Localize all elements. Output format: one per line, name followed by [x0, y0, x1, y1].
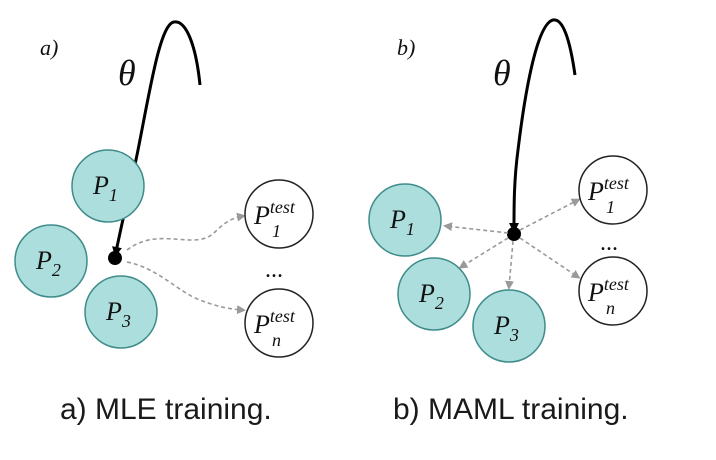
panel-b-arrow-test1 — [519, 198, 581, 231]
panel-a-theta-point — [108, 251, 122, 265]
panel-a-arrow-testn — [126, 261, 246, 315]
panel-b-test-task-n-sub: n — [606, 298, 615, 318]
panel-a-tag: a) — [40, 35, 58, 60]
panel-b-task-p2-label: P2 — [418, 279, 444, 313]
panel-b: b) θ P1 P2 P3 Ptest 1 ... Ptest n — [368, 18, 648, 363]
panel-b-arrow-p3 — [505, 240, 515, 290]
panel-b-arrow-testn — [519, 237, 581, 279]
caption-maml: b) MAML training. — [393, 393, 629, 426]
panel-a-task-p3 — [84, 275, 158, 349]
panel-b-theta: θ — [493, 53, 511, 93]
panel-a-test-task-1-sub: 1 — [272, 221, 281, 241]
panel-b-task-p1 — [368, 183, 442, 257]
panel-b-task-p3-label: P3 — [493, 311, 519, 345]
panel-b-ellipsis: ... — [600, 230, 618, 256]
panel-b-arrow-p1 — [443, 222, 509, 234]
panel-a-ellipsis: ... — [265, 257, 283, 283]
panel-b-tag: b) — [397, 35, 415, 60]
panel-a: a) θ P1 P2 P3 Ptest 1 ... Ptest n — [14, 20, 314, 358]
panel-a-task-p1-label: P1 — [92, 171, 118, 205]
panel-b-theta-point — [507, 227, 521, 241]
panel-b-test-task-n-label: Ptest — [587, 274, 630, 307]
panel-a-test-task-1-label: Ptest — [253, 197, 296, 230]
panel-b-test-task-1 — [578, 155, 648, 225]
panel-a-test-task-n — [244, 288, 314, 358]
panel-b-task-p2 — [397, 257, 471, 331]
panel-a-task-p1 — [71, 149, 145, 223]
panel-b-arrow-p2 — [458, 237, 509, 269]
panel-b-task-p1-label: P1 — [389, 205, 415, 239]
caption-mle: a) MLE training. — [60, 393, 272, 426]
panel-a-test-task-n-sub: n — [272, 330, 281, 350]
panel-a-theta: θ — [118, 53, 136, 93]
panel-a-task-p2-label: P2 — [35, 246, 61, 280]
panel-b-task-p3 — [472, 289, 546, 363]
panel-a-task-p2 — [14, 224, 88, 298]
panel-a-arrow-test1 — [126, 212, 246, 251]
panel-b-test-task-1-label: Ptest — [587, 173, 630, 206]
panel-a-test-task-n-label: Ptest — [253, 306, 296, 339]
panel-b-trajectory — [509, 18, 577, 233]
panel-b-test-task-1-sub: 1 — [606, 197, 615, 217]
panel-a-task-p3-label: P3 — [105, 297, 131, 331]
panel-b-test-task-n — [578, 256, 648, 326]
panel-a-test-task-1 — [244, 179, 314, 249]
